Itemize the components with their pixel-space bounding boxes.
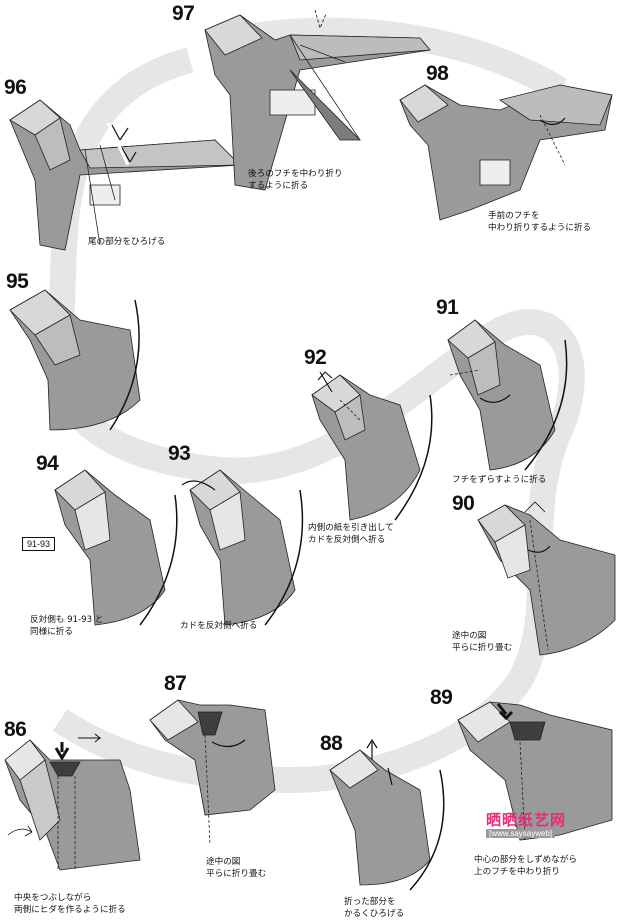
- watermark-logo: 晒晒纸艺网: [486, 811, 567, 829]
- figure-step-97: [204, 9, 431, 191]
- figure-step-94: [54, 469, 178, 626]
- figure-step-95: [9, 289, 141, 431]
- step-number-94: 94: [36, 452, 59, 475]
- step-number-97: 97: [172, 2, 195, 25]
- step-number-89: 89: [430, 686, 453, 709]
- step-number-91: 91: [436, 296, 459, 319]
- step-number-92: 92: [304, 346, 327, 369]
- caption-step-92: 内側の紙を引き出してカドを反対側へ折る: [308, 523, 394, 545]
- figure-step-89: [457, 701, 613, 841]
- figure-step-90: [477, 501, 616, 656]
- step-number-98: 98: [426, 62, 449, 85]
- caption-step-87: 途中の図平らに折り畳む: [206, 857, 267, 879]
- step-number-96: 96: [4, 76, 27, 99]
- figure-step-93: [181, 469, 304, 626]
- step-number-95: 95: [6, 270, 29, 293]
- step-number-90: 90: [452, 492, 475, 515]
- caption-step-94: 反対側も 91-93 と同様に折る: [30, 615, 104, 637]
- caption-step-91: フチをずらすように折る: [452, 475, 547, 485]
- figure-step-86: [4, 733, 141, 871]
- caption-step-86: 中央をつぶしながら両側にヒダを作るように折る: [14, 893, 126, 915]
- figure-step-92: [311, 371, 433, 521]
- watermark-url: [www.saysayweb]: [486, 829, 556, 838]
- step-number-93: 93: [168, 442, 191, 465]
- caption-step-89: 中心の部分をしずめながら上のフチを中わり折り: [474, 855, 577, 877]
- figure-step-87: [149, 699, 276, 846]
- caption-step-97: 後ろのフチを中わり折りするように折る: [248, 169, 343, 191]
- reference-box: 91-93: [22, 537, 56, 551]
- caption-step-96: 尾の部分をひろげる: [88, 237, 166, 247]
- step-number-87: 87: [164, 672, 187, 695]
- caption-step-90: 途中の図平らに折り畳む: [452, 631, 513, 653]
- figure-step-88: [329, 738, 445, 891]
- caption-step-98: 手前のフチを中わり折りするように折る: [488, 211, 592, 233]
- step-number-88: 88: [320, 732, 343, 755]
- caption-step-93: カドを反対側へ折る: [180, 621, 258, 631]
- step-number-86: 86: [4, 718, 27, 741]
- figure-step-91: [447, 319, 568, 471]
- caption-step-88: 折った部分をかるくひろげる: [344, 897, 405, 919]
- figure-step-96: [9, 99, 241, 251]
- figure-step-98: [399, 84, 613, 221]
